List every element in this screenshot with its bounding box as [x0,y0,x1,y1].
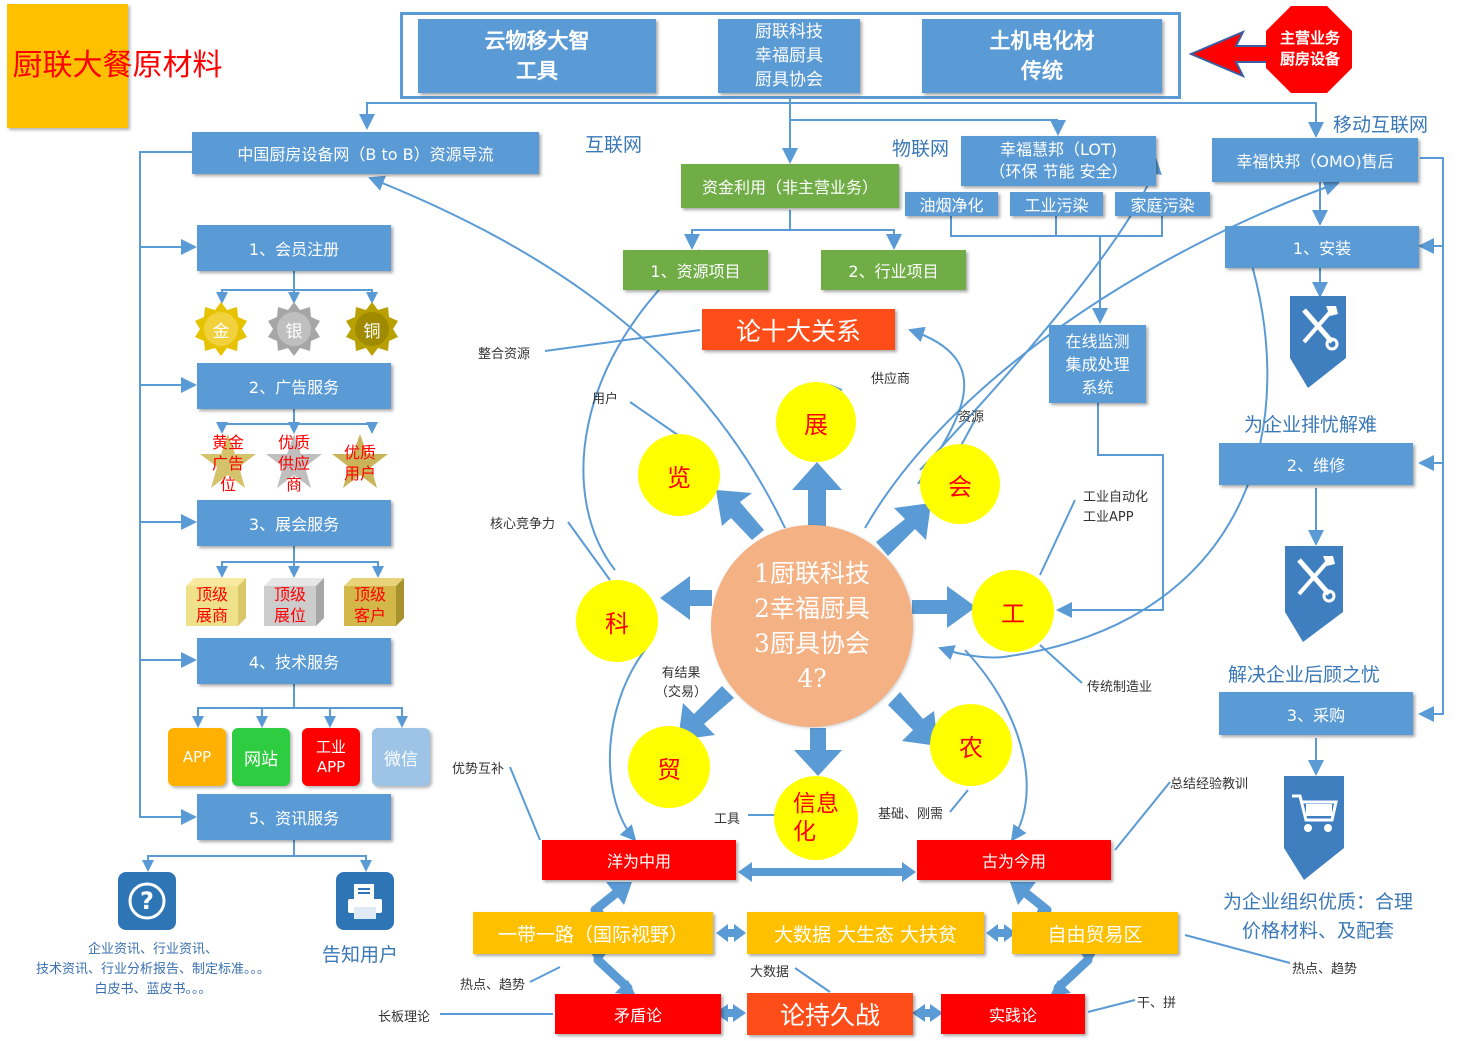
label-hot-left: 热点、趋势 [460,978,526,993]
cart-pointer [1284,848,1344,880]
cube-top-exhibitor-label: 顶级 展商 [195,585,228,625]
label-traditional: 传统制造业 [1087,680,1153,695]
label-hot-right: 热点、趋势 [1292,962,1358,977]
service-2-box: 2、广告服务 [197,363,391,409]
label-supplier: 供应商 [871,372,911,387]
service-4-box: 4、技术服务 [197,638,391,684]
circle-display: 览 [638,434,720,516]
circle-trade: 贸 [628,726,710,808]
service-3-box: 3、展会服务 [197,500,391,546]
question-icon: ? [118,872,176,930]
protracted-war-box: 论持久战 [747,993,913,1035]
lot-box: 幸福慧邦（LOT) （环保 节能 安全） [961,136,1156,186]
info-text: 企业资讯、行业资讯、 技术资讯、行业分析报告、制定标准。。。 白皮书、蓝皮书。。… [35,942,270,997]
lot-item-oil: 油烟净化 [905,192,998,216]
monitor-box: 在线监测 集成处理 系统 [1049,325,1146,403]
circle-technology: 科 [576,580,658,662]
bronze-label: 铜 [363,321,381,342]
omo-box: 幸福快邦（OMO)售后 [1212,138,1418,182]
silver-medal: 银 [267,302,321,356]
top-center-box: 厨联科技 幸福厨具 厨具协会 [718,19,860,93]
notice-label: 告知用户 [322,944,399,966]
right-text-1: 为企业排忧解难 [1244,414,1378,436]
title-text: 厨联大餐原材料 [12,48,223,83]
center-hub: 1厨联科技 2幸福厨具 3厨具协会 4? [711,525,913,727]
cube-top-booth-label: 顶级 展位 [273,585,306,625]
wechat-tile: 微信 [372,728,430,786]
capital-item-industry: 2、行业项目 [821,250,966,290]
repair-pointer [1285,612,1343,642]
tools-icon [1290,296,1346,358]
circle-industry: 工 [972,570,1054,652]
circle-agriculture: 农 [930,704,1012,786]
iot-label: 物联网 [892,138,950,160]
printer-icon [336,872,394,930]
ten-relations-box: 论十大关系 [702,309,895,350]
app-tile: APP [168,728,226,786]
star-quality-user: 优质 用户 [330,432,390,492]
circle-convention: 会 [920,444,1000,524]
label-summary: 总结经验教训 [1170,777,1249,792]
service-1-box: 1、会员注册 [197,225,391,271]
star-quality-supplier: 优质 供应 商 [264,432,324,494]
label-integrate: 整合资源 [478,347,531,362]
practice-box: 实践论 [941,994,1085,1034]
label-industry-app: 工业自动化 工业APP [1083,490,1149,525]
lot-item-industrial: 工业污染 [1010,192,1103,216]
lot-item-home: 家庭污染 [1115,192,1210,216]
octagon-label: 主营业务 厨房设备 [1279,29,1340,68]
circle-informatization: 信息 化 [774,776,858,860]
label-user: 用户 [592,392,619,407]
star-quality-user-label: 优质 用户 [343,443,376,483]
yang-box: 洋为中用 [542,840,736,880]
belt-road-box: 一带一路（国际视野） [473,912,713,954]
mobile-label: 移动互联网 [1333,114,1429,136]
right-install-box: 1、安装 [1225,226,1419,268]
big-data-box: 大数据 大生态 大扶贫 [747,912,984,954]
cube-top-booth: 顶级 展位 [264,578,324,626]
right-repair-box: 2、维修 [1219,443,1413,485]
label-longboard: 长板理论 [378,1010,431,1025]
label-result: 有结果 （交易） [655,666,708,700]
gu-box: 古为今用 [917,840,1111,880]
industrial-app-tile: 工业 APP [302,728,360,786]
gold-label: 金 [212,321,230,342]
cube-top-exhibitor: 顶级 展商 [186,578,246,626]
label-complement: 优势互补 [452,762,505,777]
internet-label: 互联网 [585,134,643,156]
gold-medal: 金 [194,302,248,356]
top-left-box: 云物移大智 工具 [418,19,656,93]
right-text-2: 解决企业后顾之忧 [1228,664,1381,686]
star-gold-ad: 黄金 广告 位 [198,432,258,494]
label-core: 核心竞争力 [490,517,556,532]
cube-top-customer-label: 顶级 客户 [353,585,386,625]
cube-top-customer: 顶级 客户 [344,578,404,626]
label-do: 干、拼 [1137,996,1177,1011]
capital-box: 资金利用（非主营业务） [681,164,899,208]
shopping-cart-icon [1284,776,1344,848]
svg-text:?: ? [140,887,154,915]
free-trade-box: 自由贸易区 [1012,912,1178,954]
label-tool: 工具 [714,812,741,827]
label-resource: 资源 [958,410,985,425]
star-quality-supplier-label: 优质 供应 商 [277,433,310,494]
repair-tools-icon [1285,546,1343,612]
star-gold-ad-label: 黄金 广告 位 [211,433,244,494]
bronze-medal: 铜 [345,302,399,356]
octagon-arrow-icon [1188,6,1352,93]
service-5-box: 5、资讯服务 [197,794,391,840]
website-tile: 网站 [232,728,290,786]
label-bigdata: 大数据 [750,965,790,980]
top-right-box: 土机电化材 传统 [922,19,1162,93]
label-basic: 基础、刚需 [878,807,944,822]
silver-label: 银 [285,321,303,342]
tools-pointer [1290,358,1346,388]
contradiction-box: 矛盾论 [555,994,721,1034]
title-box: 厨联大餐原材料 [7,4,223,128]
right-text-3: 为企业组织优质：合理 价格材料、及配套 [1222,891,1413,942]
right-purchase-box: 3、采购 [1219,692,1413,735]
b2b-box: 中国厨房设备网（B to B）资源导流 [192,132,539,174]
capital-item-resource: 1、资源项目 [623,250,768,290]
circle-exhibition: 展 [776,382,856,462]
